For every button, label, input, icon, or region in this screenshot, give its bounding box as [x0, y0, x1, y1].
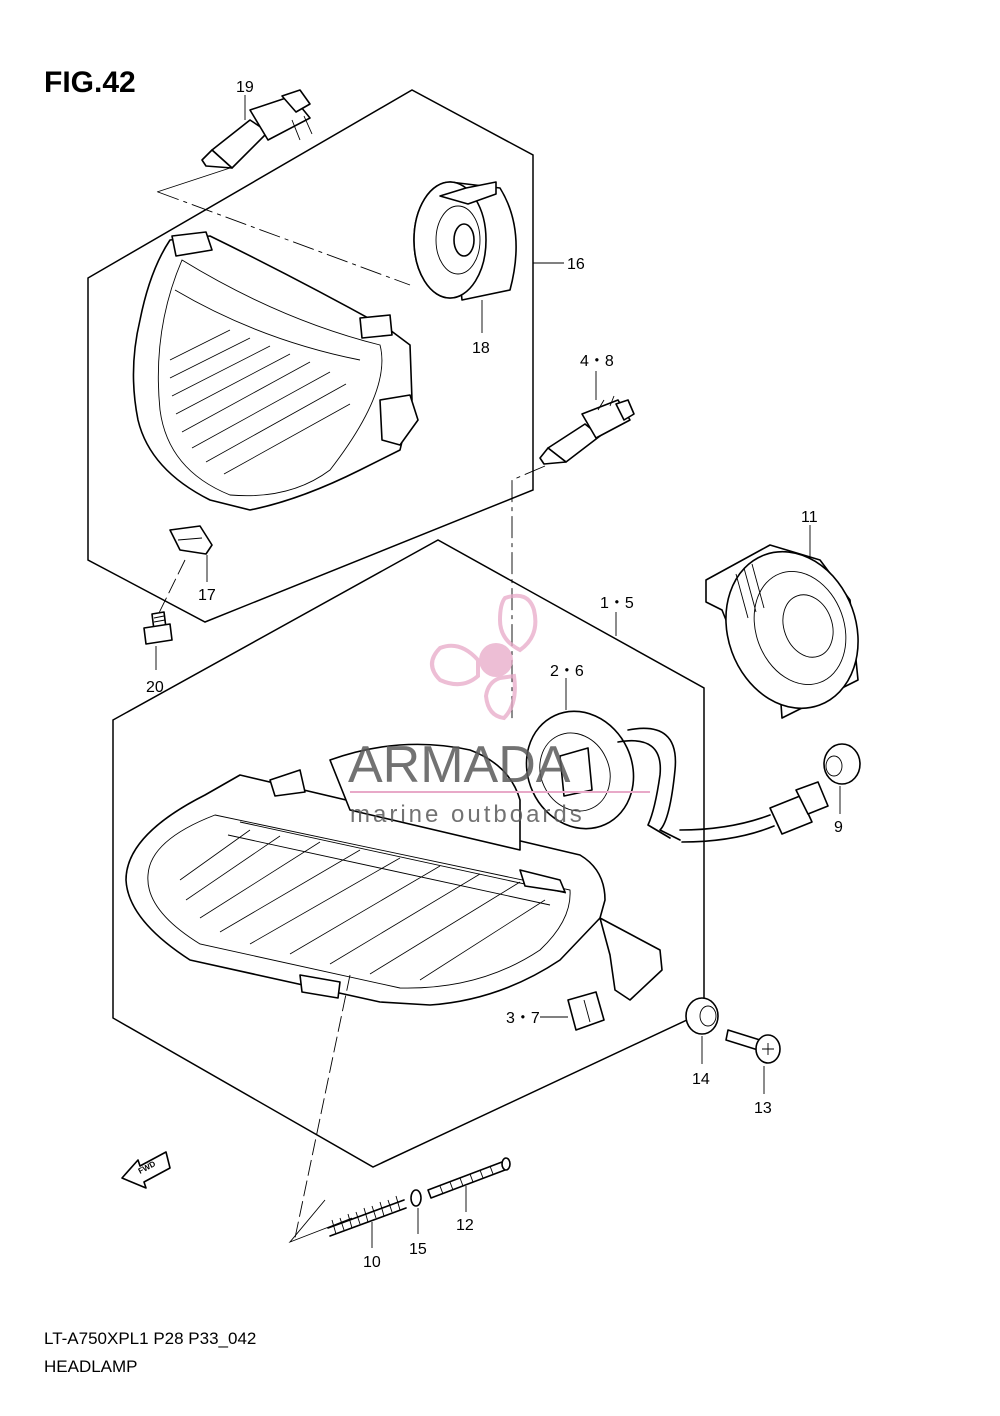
socket-2-6-icon	[525, 710, 775, 843]
callout-15: 15	[409, 1241, 427, 1258]
adjuster-dash-line	[294, 974, 351, 1239]
upper-group-frame	[87, 89, 534, 623]
callout-14: 14	[692, 1071, 710, 1088]
upper-leader-line	[156, 167, 231, 193]
callout-9: 9	[834, 819, 843, 836]
watermark-brand: ARMADA	[348, 736, 571, 794]
clip-17-icon	[169, 525, 213, 555]
spring-10-icon	[327, 1195, 407, 1237]
bolt-20-icon	[143, 611, 173, 645]
bulb-4-8-icon	[539, 395, 635, 465]
fwd-arrow-icon: FWD	[121, 1151, 171, 1189]
model-code: LT-A750XPL1 P28 P33_042	[44, 1329, 256, 1348]
headlamp-housing-icon	[132, 231, 419, 511]
callout-20: 20	[146, 679, 164, 696]
screw-13-icon	[725, 1029, 781, 1064]
callout-2-6: 2・6	[550, 663, 584, 680]
adjuster-leader-lines	[288, 1199, 353, 1244]
figure-caption: HEADLAMP	[44, 1357, 138, 1376]
callout-3-7: 3・7	[506, 1010, 540, 1027]
dash-17-20	[157, 559, 186, 616]
headlamp-assembly-icon	[125, 743, 663, 1006]
callout-19: 19	[236, 79, 254, 96]
callout-12: 12	[456, 1217, 474, 1234]
callout-10: 10	[363, 1254, 381, 1271]
grommet-9-icon	[823, 743, 861, 785]
connector-icon	[769, 781, 829, 835]
clip-3-7-icon	[567, 991, 605, 1031]
callout-1-5: 1・5	[600, 595, 634, 612]
bushing-14-icon	[685, 997, 719, 1035]
watermark-tagline: marine outboards	[350, 801, 585, 828]
callout-11: 11	[801, 509, 818, 526]
callout-18: 18	[472, 340, 490, 357]
callout-17: 17	[198, 587, 216, 604]
ring-11-icon	[705, 544, 859, 719]
figure-title: FIG.42	[44, 66, 136, 99]
socket-16-icon	[413, 181, 517, 301]
upper-dash-line	[157, 191, 411, 286]
dash-4-8	[511, 465, 546, 720]
callout-13: 13	[754, 1100, 772, 1117]
callout-16: 16	[567, 256, 585, 273]
callout-4-8: 4・8	[580, 353, 614, 370]
screw-rod-12-icon	[427, 1157, 511, 1199]
watermark-logo-icon	[430, 593, 538, 721]
bulb-19-icon	[201, 89, 313, 169]
washer-15-icon	[410, 1189, 422, 1207]
